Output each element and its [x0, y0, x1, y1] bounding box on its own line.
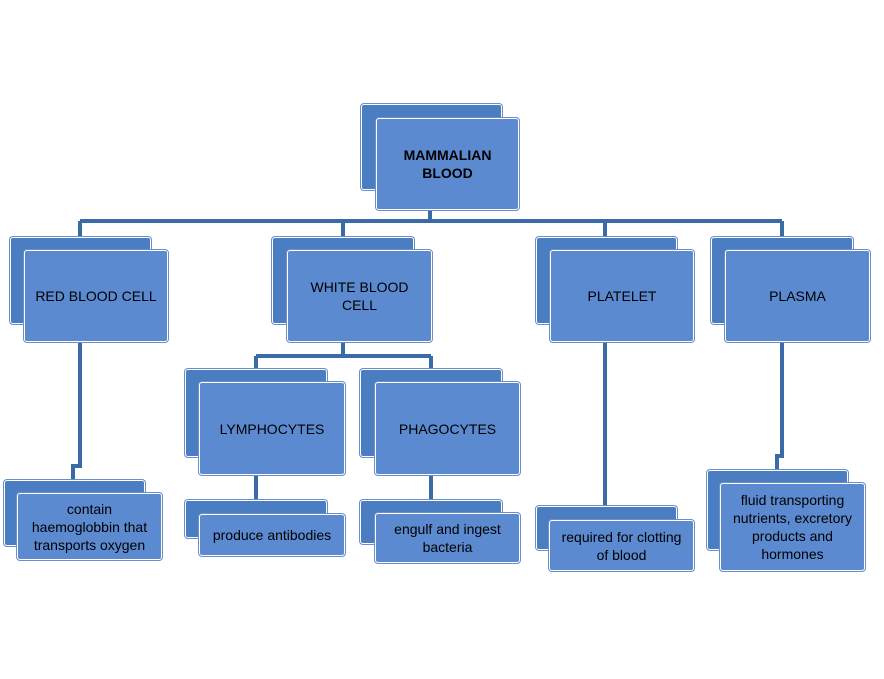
plasma-description-node: fluid transporting nutrients, excretory … — [707, 470, 865, 571]
red-blood-cell-label: RED BLOOD CELL — [24, 250, 168, 342]
platelet-node: PLATELET — [536, 237, 694, 342]
lymphocytes-node: LYMPHOCYTES — [185, 369, 345, 475]
red-blood-cell-description-node: contain haemoglobbin that transports oxy… — [4, 480, 162, 562]
phagocytes-node: PHAGOCYTES — [360, 369, 520, 475]
plasma-label: PLASMA — [725, 250, 870, 342]
plasma-description: fluid transporting nutrients, excretory … — [720, 483, 865, 571]
white-blood-cell-label: WHITE BLOOD CELL — [287, 250, 432, 342]
phagocytes-description-node: engulf and ingest bacteria — [360, 500, 520, 565]
connector-rbc-desc — [71, 341, 82, 483]
platelet-label: PLATELET — [550, 250, 694, 342]
connector-plasma-desc — [775, 341, 784, 473]
white-blood-cell-node: WHITE BLOOD CELL — [272, 237, 432, 342]
lymphocytes-description: produce antibodies — [199, 514, 345, 556]
root-node: MAMMALIAN BLOOD — [361, 104, 519, 210]
platelet-description: required for clotting of blood — [549, 520, 694, 571]
phagocytes-description: engulf and ingest bacteria — [375, 513, 520, 563]
lymphocytes-description-node: produce antibodies — [185, 500, 345, 557]
lymphocytes-label: LYMPHOCYTES — [199, 382, 345, 475]
plasma-node: PLASMA — [711, 237, 870, 342]
platelet-description-node: required for clotting of blood — [536, 506, 694, 571]
phagocytes-label: PHAGOCYTES — [375, 382, 520, 475]
red-blood-cell-description: contain haemoglobbin that transports oxy… — [17, 493, 162, 560]
root-node-label: MAMMALIAN BLOOD — [376, 118, 519, 210]
red-blood-cell-node: RED BLOOD CELL — [10, 237, 168, 342]
